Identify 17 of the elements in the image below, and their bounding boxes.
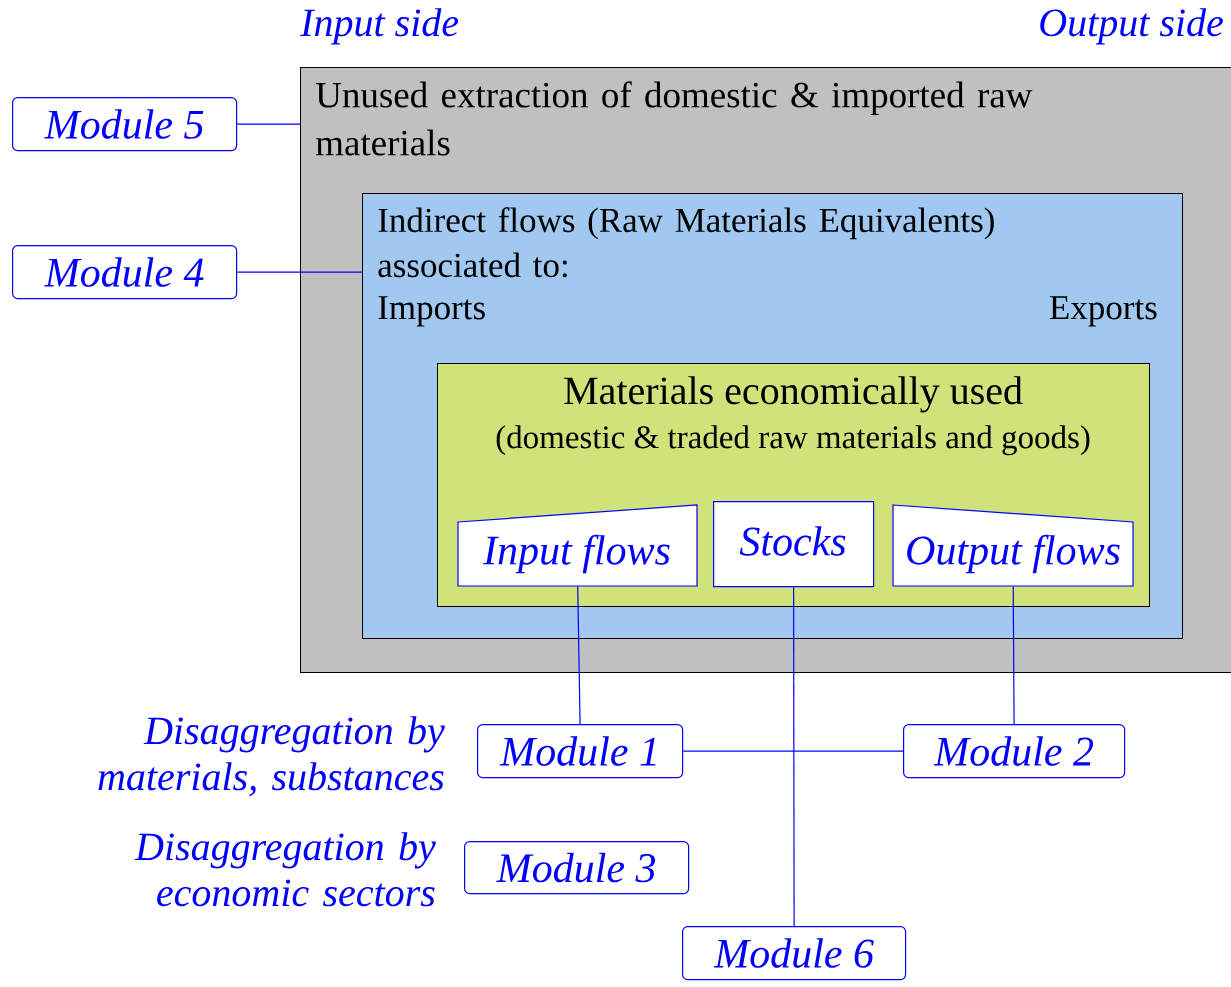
module-box: Module 4 [12,245,238,300]
disaggregation-note: Disaggregation by materials, substances [98,716,445,797]
connector-line [236,123,301,125]
disaggregation-note: Disaggregation by economic sectors [134,832,436,907]
module-box: Module 1 [477,724,684,779]
connector-line [793,586,795,927]
module-box: Module 5 [12,97,238,152]
flow-box: Stocks [713,501,875,588]
module-box: Module 6 [682,926,907,981]
connector-line [236,271,363,273]
module-box: Module 2 [903,724,1126,779]
side-heading: Input side [300,8,459,45]
connector-line [577,585,581,725]
module-box: Module 3 [464,841,690,895]
side-heading: Output side [1040,8,1223,45]
connector-line [682,750,904,752]
connector-line [1012,585,1015,725]
